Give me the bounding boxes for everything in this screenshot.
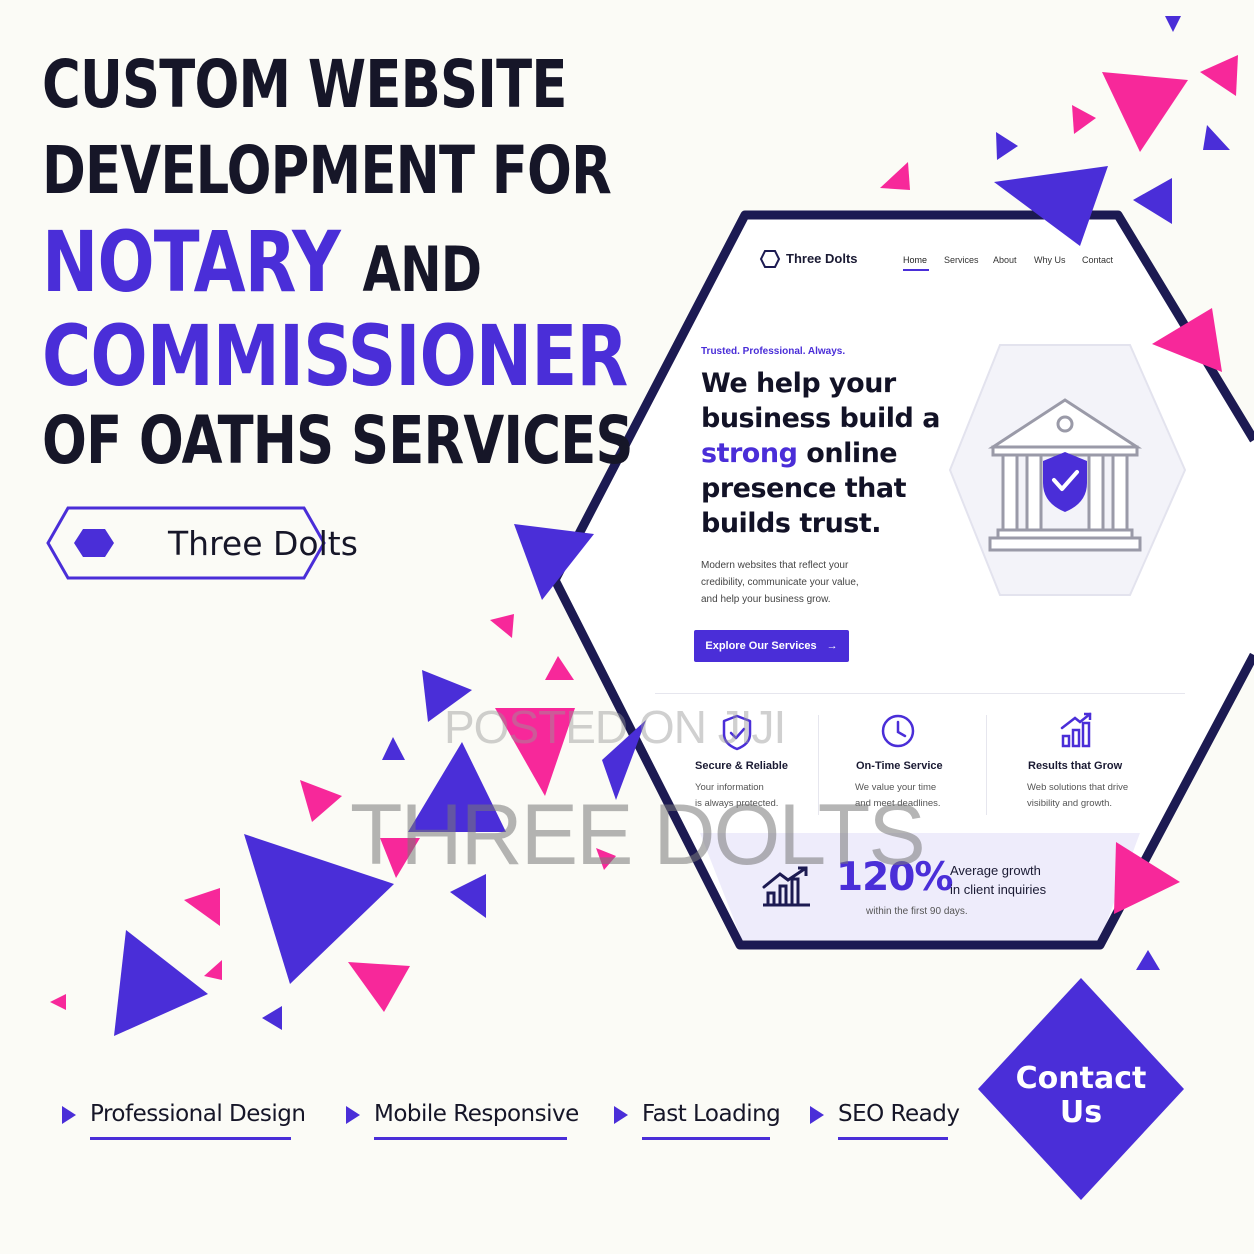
hero-line-1: We help your	[701, 368, 896, 399]
bottom-feature-underline	[838, 1137, 948, 1140]
play-arrow-icon	[614, 1106, 628, 1124]
stat-label: Average growth in client inquiries	[950, 861, 1046, 899]
contact-us-button[interactable]: Contact Us	[978, 978, 1184, 1200]
feature-clock-icon	[881, 714, 915, 748]
contact-label-line-1: Contact	[1015, 1061, 1147, 1096]
hero-subtext-line: Modern websites that reflect your	[701, 560, 849, 571]
feature-title-results: Results that Grow	[1028, 760, 1123, 772]
headline-line-5: OF OATHS SERVICES	[42, 402, 633, 479]
feature-bar-chart-icon	[1060, 712, 1092, 748]
bottom-feature-label: Mobile Responsive	[374, 1101, 579, 1127]
bottom-feature-seo-ready: SEO Ready	[810, 1098, 970, 1142]
explore-services-label: Explore Our Services	[705, 640, 817, 652]
play-arrow-icon	[810, 1106, 824, 1124]
explore-services-button[interactable]: Explore Our Services →	[694, 630, 849, 662]
bottom-feature-underline	[374, 1137, 567, 1140]
bottom-feature-professional-design: Professional Design	[62, 1098, 306, 1142]
bottom-feature-mobile-responsive: Mobile Responsive	[346, 1098, 586, 1142]
stat-note: within the first 90 days.	[866, 906, 968, 917]
bottom-feature-underline	[642, 1137, 770, 1140]
feature-desc-results: Web solutions that drive visibility and …	[1027, 780, 1128, 812]
decorative-triangles	[50, 16, 1238, 1036]
contact-label-line-2: Us	[1059, 1095, 1103, 1130]
feature-title-secure: Secure & Reliable	[695, 760, 788, 772]
hero-subtext-line: and help your business grow.	[701, 594, 831, 605]
nav-services[interactable]: Services	[944, 255, 979, 265]
feature-shield-icon	[722, 714, 752, 751]
stat-label-line-1: Average growth	[950, 863, 1041, 878]
bottom-feature-label: SEO Ready	[838, 1101, 960, 1127]
bottom-feature-underline	[90, 1137, 291, 1140]
play-arrow-icon	[62, 1106, 76, 1124]
contact-us-label: Contact Us	[978, 1062, 1184, 1130]
feature-desc-line: Web solutions that drive	[1027, 782, 1129, 793]
arrow-right-icon: →	[826, 640, 838, 652]
mockup-brand-icon	[759, 250, 781, 268]
stat-growth-icon	[762, 866, 810, 907]
hero-subtext: Modern websites that reflect your credib…	[701, 557, 859, 608]
nav-active-indicator	[903, 269, 929, 271]
stat-label-line-2: in client inquiries	[950, 882, 1047, 897]
nav-why-us[interactable]: Why Us	[1034, 255, 1066, 265]
hero-line-2: business build a	[701, 403, 940, 434]
feature-separator	[986, 715, 987, 815]
headline-line-4: COMMISSIONER	[42, 307, 628, 405]
nav-about[interactable]: About	[993, 255, 1017, 265]
courthouse-icon	[987, 398, 1143, 552]
hero-heading: We help your business build a strong onl…	[701, 366, 940, 541]
bottom-feature-fast-loading: Fast Loading	[614, 1098, 794, 1142]
stat-value: 120%	[836, 855, 953, 900]
brand-hexagon-icon	[74, 529, 114, 557]
feature-desc-line: is always protected.	[695, 798, 779, 809]
feature-desc-secure: Your information is always protected.	[695, 780, 778, 812]
headline-and: AND	[362, 233, 482, 306]
play-arrow-icon	[346, 1106, 360, 1124]
feature-desc-line: and meet deadlines.	[855, 798, 941, 809]
watermark-line-1: POSTED ON JIJI	[444, 701, 786, 753]
feature-separator	[818, 715, 819, 815]
mockup-brand-name[interactable]: Three Dolts	[786, 251, 858, 266]
shield-check-icon	[1043, 452, 1087, 512]
hero-subtext-line: credibility, communicate your value,	[701, 577, 859, 588]
hero-line-5: builds trust.	[701, 508, 882, 539]
headline-line-1: CUSTOM WEBSITE	[42, 46, 567, 123]
watermark-line-2: THREE DOLTS	[350, 787, 926, 883]
feature-desc-line: We value your time	[855, 782, 937, 793]
feature-title-ontime: On-Time Service	[856, 760, 943, 772]
hero-accent-strong: strong	[701, 438, 798, 469]
headline-line-3: NOTARY AND	[42, 220, 482, 306]
hero-eyebrow: Trusted. Professional. Always.	[701, 346, 846, 357]
headline-line-2: DEVELOPMENT FOR	[42, 132, 612, 209]
nav-contact[interactable]: Contact	[1082, 255, 1114, 265]
hero-line-3-rest: online	[797, 438, 898, 469]
brand-badge: Three Dolts	[46, 506, 358, 580]
stat-band	[700, 833, 1140, 940]
feature-desc-ontime: We value your time and meet deadlines.	[855, 780, 941, 812]
mockup-divider	[655, 693, 1185, 694]
feature-desc-line: visibility and growth.	[1027, 798, 1113, 809]
feature-desc-line: Your information	[695, 782, 764, 793]
brand-name: Three Dolts	[168, 524, 358, 563]
hero-line-4: presence that	[701, 473, 907, 504]
nav-home[interactable]: Home	[903, 255, 928, 265]
hero-line-3: strong online	[701, 436, 940, 471]
bottom-feature-label: Professional Design	[90, 1101, 306, 1127]
bottom-feature-label: Fast Loading	[642, 1101, 781, 1127]
headline-accent-notary: NOTARY	[42, 213, 341, 311]
